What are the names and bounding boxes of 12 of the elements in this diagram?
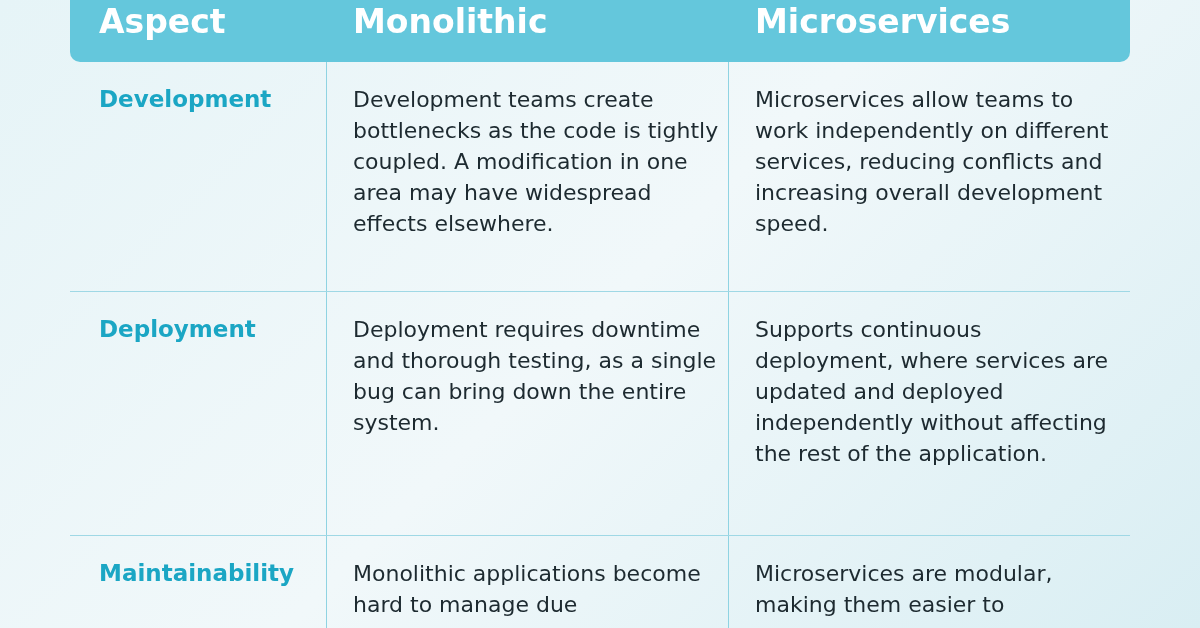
row-header: Maintainability: [99, 559, 295, 588]
table-cell-text: Deployment requires downtime and thorough testing, as a single bug can bring down the entire system.: [353, 316, 718, 437]
table-cell-text: Development teams create bottlenecks as the code is tightly coupled. A modification in one area may have widespread effects elsewhere.: [353, 86, 720, 238]
row-header: Deployment: [99, 315, 256, 344]
table-cell-text: Monolithic applications become hard to manage due: [353, 560, 702, 619]
row-header: Development: [99, 85, 272, 114]
column-header: Monolithic: [353, 1, 548, 43]
table-cell-text: Supports continuous deployment, where services are updated and deployed independently without affecting the rest of the application.: [755, 316, 1109, 468]
column-header: Aspect: [99, 1, 226, 43]
table-cell-text: Microservices are modular, making them easier to: [755, 560, 1054, 619]
table-cell-text: Microservices allow teams to work independently on different services, reducing conflicts and increasing overall development speed.: [755, 86, 1110, 238]
column-header: Microservices: [755, 1, 1011, 43]
